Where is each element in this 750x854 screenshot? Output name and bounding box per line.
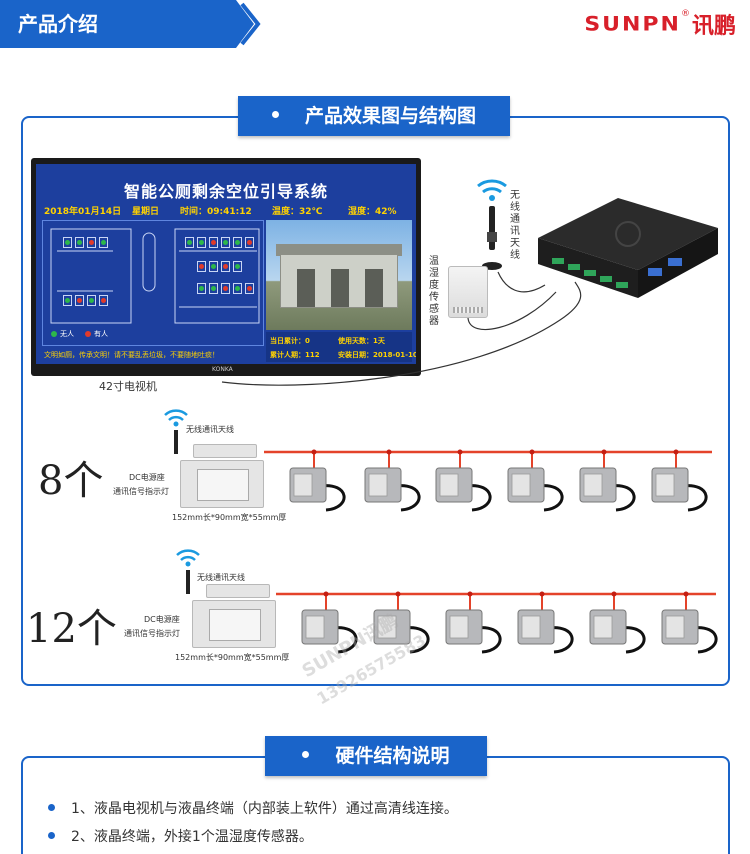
string-a-led-label: 通讯信号指示灯 <box>113 487 169 496</box>
legend-free-label: 无人 <box>60 330 74 338</box>
tv-screen: 智能公厕剩余空位引导系统 2018年01月14日 星期日 时间：09:41:12… <box>36 164 416 364</box>
sensor-label: 温湿度传感器 <box>429 256 439 327</box>
tv-time: 时间：09:41:12 <box>180 207 252 217</box>
string-b-dimensions: 152mm长*90mm宽*55mm厚 <box>175 653 290 662</box>
tv-monitor: 智能公厕剩余空位引导系统 2018年01月14日 星期日 时间：09:41:12… <box>31 158 421 376</box>
string-b-count: 12个 <box>26 606 117 652</box>
string-a-lcd-terminal-body <box>180 460 264 508</box>
string-a-wifi-icon <box>164 409 188 454</box>
string-b-lcd-terminal <box>206 584 270 598</box>
header-title: 产品介绍 <box>18 12 98 36</box>
string-b-dc-label: DC电源座 <box>144 615 180 624</box>
tv-slogan: 文明如厕，传承文明！请不要乱丢垃圾，不要随地吐痰！ <box>44 351 219 359</box>
string-a-antenna-label: 无线通讯天线 <box>186 425 234 434</box>
legend-occupied-dot-icon <box>85 331 91 337</box>
string-a-lcd-terminal <box>193 444 257 458</box>
brand-logo: SUNPN ® 讯鹏 <box>584 8 736 40</box>
legend-occupied-label: 有人 <box>94 330 108 338</box>
stat-today: 当日累计：0 <box>270 337 310 345</box>
map-walls-icon <box>50 228 260 324</box>
section-title-hardware: 硬件结构说明 <box>265 736 487 776</box>
logo-registered-mark: ® <box>680 9 690 19</box>
bullet-dot-icon <box>302 751 310 758</box>
bullet-dot-icon <box>48 803 55 811</box>
tv-brand: KONKA <box>212 366 233 373</box>
bullet-dot-icon <box>271 111 279 118</box>
tv-humidity: 湿度：42% <box>348 207 397 217</box>
string-a-dc-label: DC电源座 <box>129 473 165 482</box>
lcd-terminal-box-icon <box>538 198 718 298</box>
tv-date: 2018年01月14日 <box>44 207 122 217</box>
legend-free-dot-icon <box>51 331 57 337</box>
logo-chinese-text: 讯鹏 <box>691 14 736 39</box>
temperature-humidity-sensor <box>448 266 488 318</box>
toilet-building-photo <box>266 220 412 330</box>
wifi-signal-icon <box>477 179 507 270</box>
logo-latin-text: SUNPN <box>584 12 681 36</box>
antenna-label: 无线通讯天线 <box>510 190 520 261</box>
stat-install-date: 安装日期：2018-01-10 <box>338 351 416 359</box>
tv-weekday: 星期日 <box>132 207 160 217</box>
string-a-count: 8个 <box>38 458 104 504</box>
tv-system-title: 智能公厕剩余空位引导系统 <box>123 182 328 201</box>
page-header: 产品介绍 SUNPN ® 讯鹏 <box>0 0 750 48</box>
tv-usage-stats: 当日累计：0 使用天数：1天 累计人期：112 安装日期：2018-01-10 <box>266 332 416 362</box>
bullet-dot-icon <box>48 831 55 839</box>
string-b-wifi-icon <box>176 549 200 594</box>
header-chevron-icon <box>218 0 261 48</box>
string-b-antenna-label: 无线通讯天线 <box>197 573 245 582</box>
header-title-block <box>0 0 236 48</box>
tv-caption: 42寸电视机 <box>99 380 157 393</box>
hardware-item-2: 2、液晶终端，外接1个温湿度传感器。 <box>48 826 313 846</box>
toilet-floor-map: 无人 有人 <box>42 220 264 346</box>
string-a-dimensions: 152mm长*90mm宽*55mm厚 <box>172 513 287 522</box>
stat-days: 使用天数：1天 <box>338 337 385 345</box>
string-b-lcd-terminal-body <box>192 600 276 648</box>
hardware-item-1: 1、液晶电视机与液晶终端（内部装上软件）通过高清线连接。 <box>48 798 458 818</box>
string-b-led-label: 通讯信号指示灯 <box>124 629 180 638</box>
tv-temperature: 温度：32℃ <box>272 207 323 217</box>
section-title-effects: 产品效果图与结构图 <box>238 96 510 136</box>
stat-total: 累计人期：112 <box>270 351 320 359</box>
section-title-effects-text: 产品效果图与结构图 <box>304 105 476 127</box>
section-title-hardware-text: 硬件结构说明 <box>335 745 450 767</box>
